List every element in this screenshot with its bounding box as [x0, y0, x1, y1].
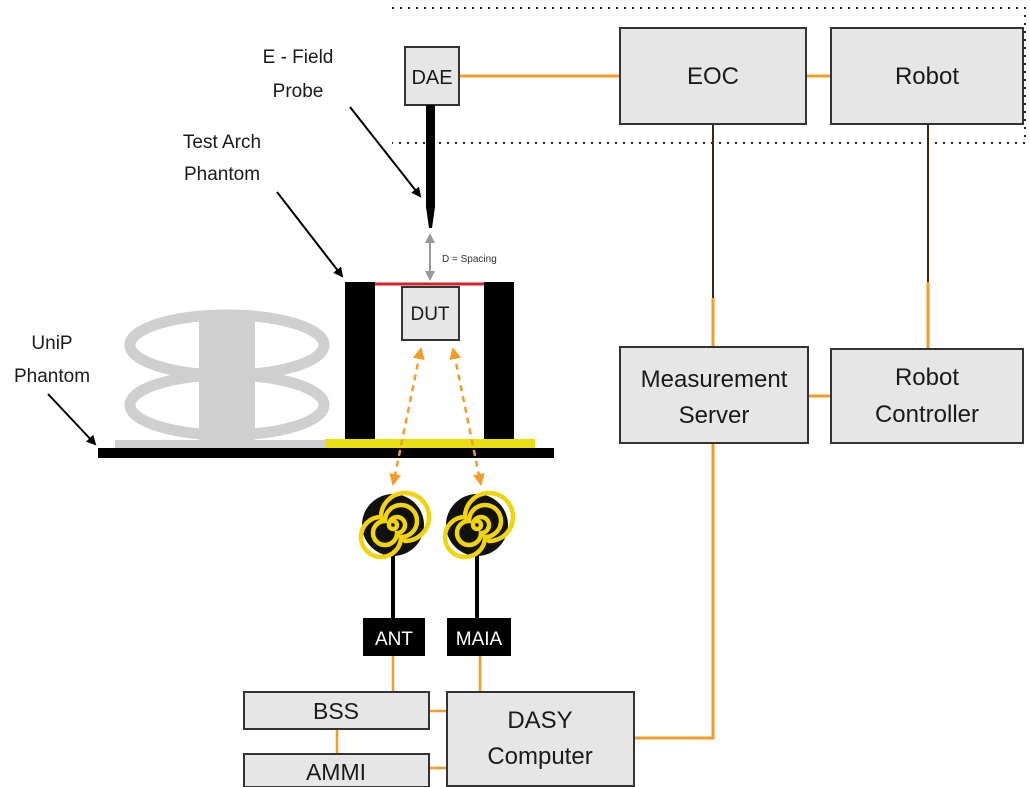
ammi-label: AMMI — [306, 759, 366, 785]
unip-phantom-graphic — [124, 309, 330, 442]
robot-box: Robot — [830, 27, 1024, 125]
dasy-computer-label-line1: DASY — [507, 707, 572, 734]
test-arch-phantom-label-line2: Phantom — [184, 164, 260, 185]
dut-label: DUT — [410, 304, 449, 325]
unip-phantom-label-line1: UniP — [31, 333, 72, 354]
dae-label: DAE — [411, 67, 452, 89]
e-field-probe-tip — [426, 207, 435, 228]
spacing-label: D = Spacing — [442, 254, 497, 265]
maia-label: MAIA — [456, 629, 503, 650]
robot-controller-label-line2: Controller — [875, 401, 979, 428]
ant-label: ANT — [375, 629, 413, 650]
dut-box: DUT — [401, 286, 460, 341]
measurement-server-label-line1: Measurement — [641, 366, 788, 393]
spiral-antenna-left-icon — [358, 490, 432, 560]
eoc-box: EOC — [619, 27, 807, 125]
wireless-link-left — [389, 347, 425, 486]
e-field-probe-label-line2: Probe — [273, 81, 324, 102]
ammi-box: AMMI — [243, 753, 430, 787]
ant-box: ANT — [363, 618, 425, 656]
unip-phantom-label-line2: Phantom — [14, 366, 90, 387]
robot-label: Robot — [895, 63, 959, 90]
e-field-probe-pointer — [349, 106, 422, 198]
unip-phantom-base-gray — [115, 440, 325, 448]
measurement-server-box: Measurement Server — [619, 346, 809, 444]
test-arch-phantom-pointer — [276, 191, 344, 278]
measurement-server-label-line2: Server — [679, 402, 750, 429]
test-arch-phantom-label-line1: Test Arch — [183, 132, 261, 153]
arch-pillar-right — [484, 282, 514, 445]
phantom-base-yellow — [325, 439, 535, 448]
dasy-computer-label-line2: Computer — [487, 743, 592, 770]
table-base — [98, 448, 554, 458]
e-field-probe-shaft — [426, 105, 435, 207]
bss-label: BSS — [313, 698, 359, 724]
dae-box: DAE — [404, 46, 460, 106]
wireless-link-right — [449, 347, 485, 486]
spiral-antenna-right-icon — [442, 490, 516, 560]
e-field-probe-label-line1: E - Field — [263, 47, 334, 68]
unip-phantom-pointer — [47, 393, 97, 446]
link-server-dasy — [634, 443, 715, 740]
robot-controller-label-line1: Robot — [895, 364, 959, 391]
robot-controller-box: Robot Controller — [830, 348, 1024, 444]
bss-box: BSS — [243, 691, 430, 730]
eoc-label: EOC — [687, 63, 739, 90]
maia-box: MAIA — [447, 618, 511, 656]
dasy-computer-box: DASY Computer — [446, 691, 635, 787]
arch-pillar-left — [345, 282, 375, 445]
